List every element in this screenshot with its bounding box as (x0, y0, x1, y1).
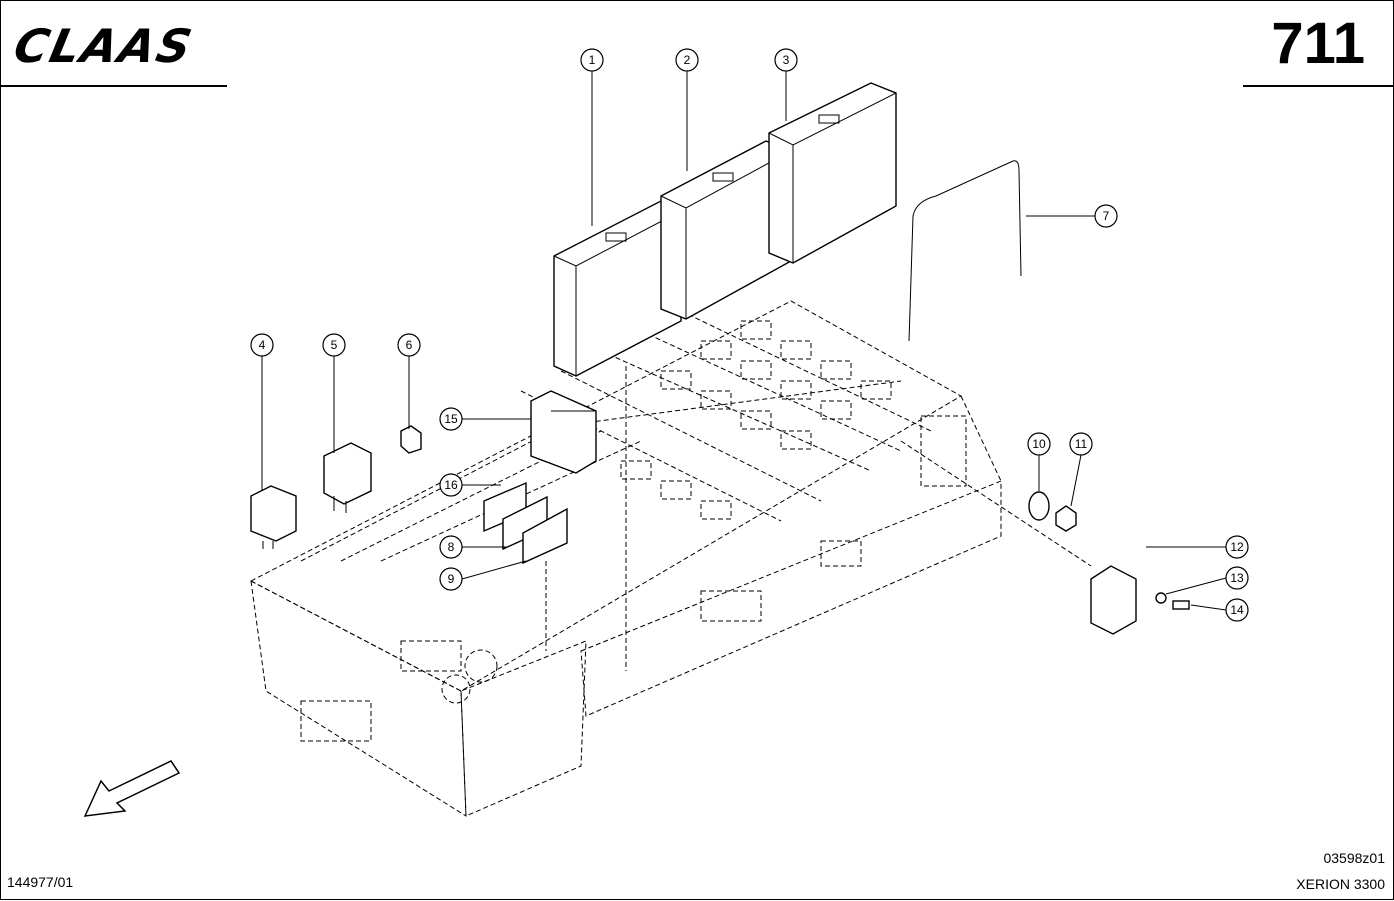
callout-5: 5 (322, 333, 346, 357)
svg-text:6: 6 (406, 338, 413, 352)
document-id: 144977/01 (7, 874, 74, 890)
callout-3: 3 (774, 48, 798, 72)
svg-text:7: 7 (1103, 209, 1110, 223)
svg-text:4: 4 (259, 338, 266, 352)
svg-text:2: 2 (684, 53, 691, 67)
svg-text:3: 3 (783, 53, 790, 67)
svg-text:12: 12 (1230, 540, 1244, 554)
control-unit-3 (768, 82, 897, 264)
svg-text:8: 8 (448, 540, 455, 554)
relay-15 (530, 390, 597, 474)
control-unit-1 (553, 200, 682, 377)
svg-text:15: 15 (444, 412, 458, 426)
callout-10: 10 (1027, 432, 1051, 456)
callout-6: 6 (397, 333, 421, 357)
leader-lines (261, 71, 1227, 611)
svg-text:11: 11 (1075, 437, 1088, 451)
relay-12 (1090, 565, 1137, 635)
relay-4 (250, 485, 297, 549)
svg-text:5: 5 (331, 338, 338, 352)
svg-text:1: 1 (589, 53, 596, 67)
callout-2: 2 (675, 48, 699, 72)
wire-harness (908, 160, 1022, 342)
svg-text:16: 16 (444, 478, 458, 492)
nut-11 (1055, 505, 1077, 532)
direction-arrow-icon (83, 760, 181, 817)
drawing-code: 03598z01 (1323, 850, 1385, 866)
fuse-6 (400, 425, 422, 454)
page-number-underline (1243, 85, 1394, 87)
callout-1: 1 (580, 48, 604, 72)
svg-text:13: 13 (1230, 571, 1244, 585)
logo-underline (1, 85, 227, 87)
screw-14 (1172, 600, 1190, 610)
label-plates (483, 481, 568, 565)
callout-14: 14 (1225, 598, 1249, 622)
washer-13 (1155, 592, 1167, 604)
washer-10 (1028, 491, 1050, 521)
page-number: 711 (1271, 11, 1365, 76)
svg-text:9: 9 (448, 572, 455, 586)
relay-5 (323, 442, 372, 513)
svg-text:14: 14 (1230, 603, 1244, 617)
callout-16: 16 (439, 473, 463, 497)
callout-8: 8 (439, 535, 463, 559)
callout-7: 7 (1094, 204, 1118, 228)
model-name: XERION 3300 (1296, 876, 1385, 892)
callout-9: 9 (439, 567, 463, 591)
callout-13: 13 (1225, 566, 1249, 590)
callout-11: 11 (1069, 432, 1093, 456)
callout-12: 12 (1225, 535, 1249, 559)
callout-4: 4 (250, 333, 274, 357)
callout-15: 15 (439, 407, 463, 431)
svg-text:10: 10 (1032, 437, 1046, 451)
